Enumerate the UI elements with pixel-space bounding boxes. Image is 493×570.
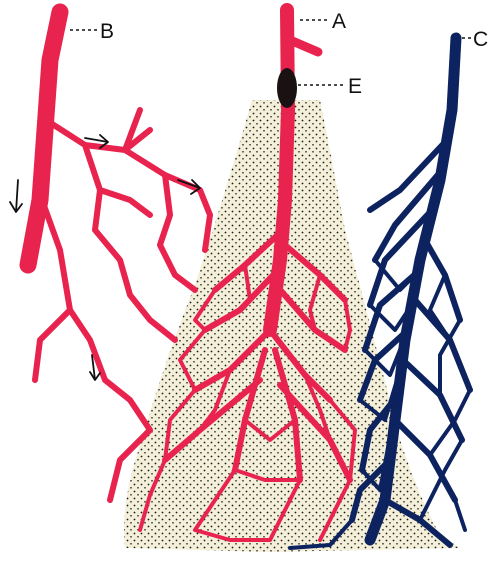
label-c: C (473, 28, 488, 51)
artery-b-trunk (28, 12, 60, 265)
label-b: B (100, 20, 114, 43)
arrow-down-icon (10, 180, 22, 212)
label-e: E (348, 75, 362, 98)
label-a: A (332, 10, 346, 33)
clot-e (277, 68, 297, 108)
